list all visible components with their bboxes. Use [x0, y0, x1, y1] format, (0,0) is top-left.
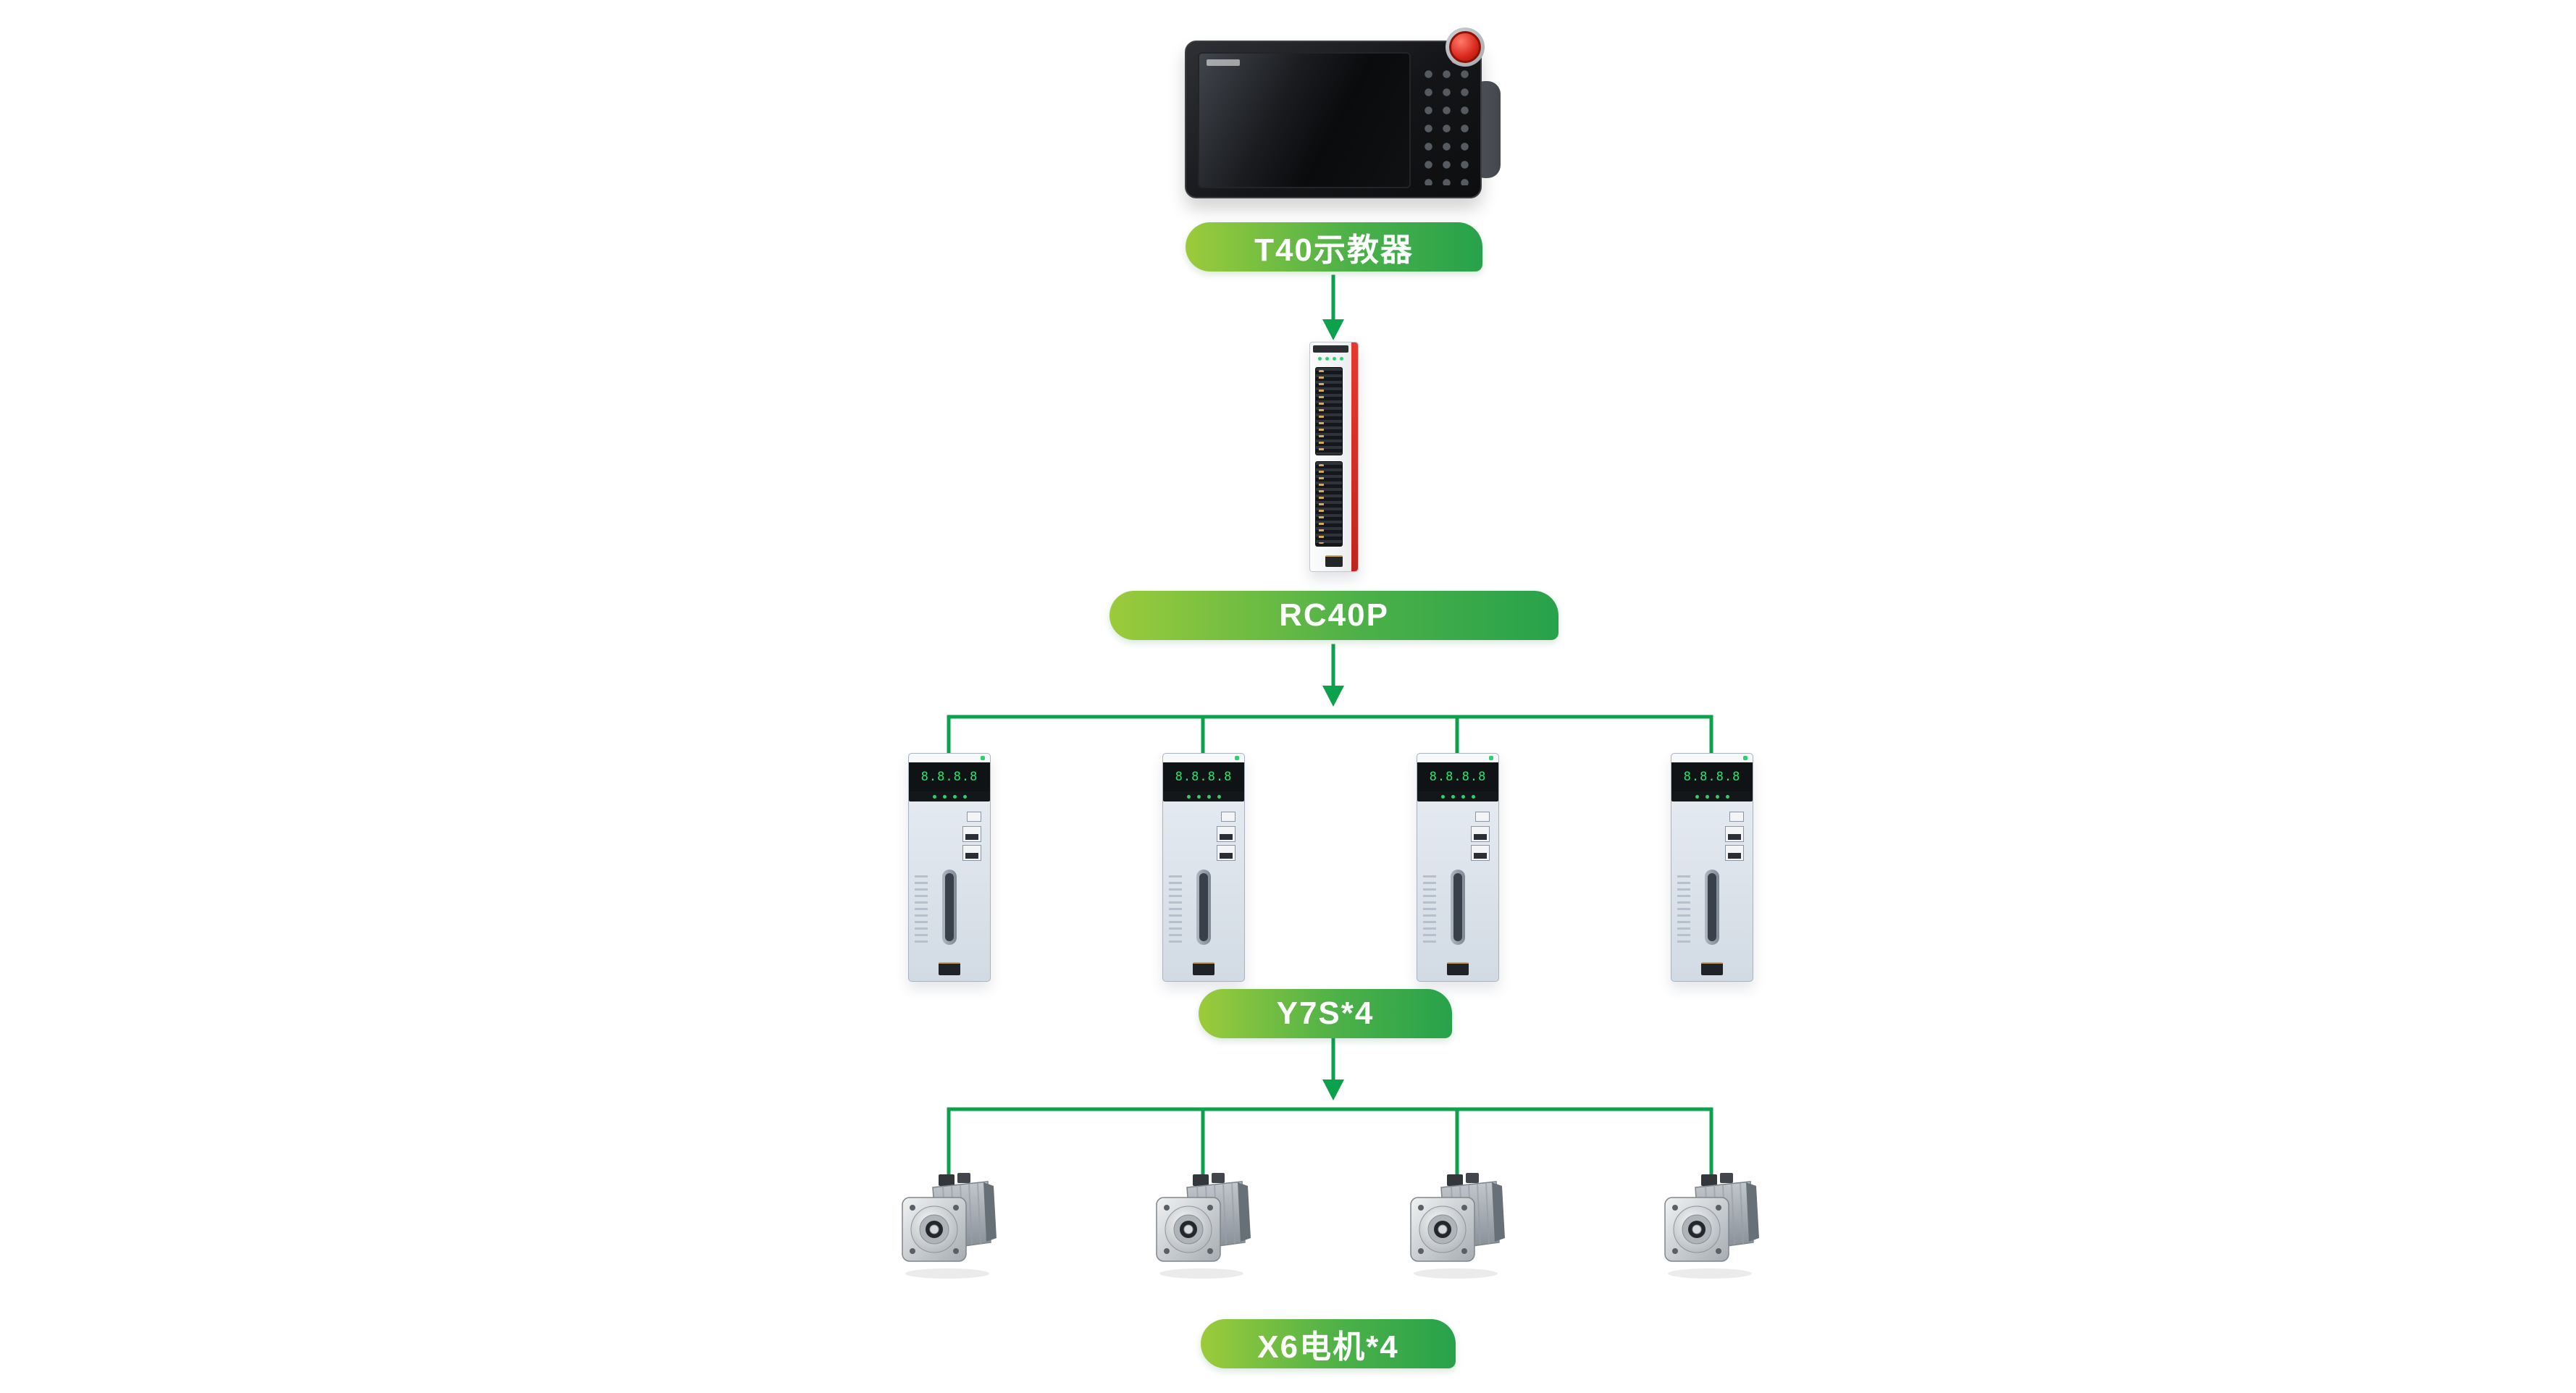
ethernet-port — [1725, 845, 1744, 861]
ethernet-port — [1217, 845, 1235, 861]
encoder-connector — [1447, 962, 1469, 975]
controller-red-stripe — [1351, 342, 1358, 571]
arrow-down-icon — [1322, 686, 1344, 707]
servo-drive-4: 8.8.8.8 — [1671, 753, 1753, 982]
status-led — [1340, 356, 1343, 361]
drive-top-cap — [1417, 754, 1498, 762]
ethernet-port — [962, 845, 981, 861]
vent-slits — [1677, 875, 1690, 945]
label-controller: RC40P — [1109, 591, 1558, 640]
io-connector — [1451, 870, 1465, 945]
pendant-body — [1185, 41, 1482, 198]
vent-slits — [1423, 875, 1436, 945]
ethernet-port — [962, 826, 981, 842]
status-led — [962, 794, 967, 799]
label-drives: Y7S*4 — [1199, 989, 1452, 1038]
drive-display: 8.8.8.8 — [1417, 762, 1498, 791]
encoder-connector — [1701, 962, 1723, 975]
teach-pendant-device — [1185, 28, 1501, 198]
usb-port — [1475, 812, 1490, 822]
status-led — [1333, 356, 1336, 361]
drive-status-leds — [1417, 791, 1498, 801]
servo-motor-2 — [1145, 1171, 1261, 1280]
controller-top-cap — [1313, 345, 1348, 353]
pendant-keypad — [1417, 56, 1470, 185]
status-led — [1461, 794, 1465, 799]
servo-drive-2: 8.8.8.8 — [1162, 753, 1245, 982]
status-led — [932, 794, 936, 799]
bus-drives — [947, 715, 1713, 761]
status-led — [1471, 794, 1475, 799]
status-led — [1705, 794, 1709, 799]
io-connector — [1196, 870, 1211, 945]
controller-terminal-block — [1315, 367, 1343, 455]
arrow-down-icon — [1322, 1080, 1344, 1100]
bus-motors — [947, 1107, 1713, 1191]
drive-status-leds — [1163, 791, 1244, 801]
label-pendant: T40示教器 — [1186, 222, 1482, 272]
robot-controller-device — [1309, 342, 1359, 572]
status-led — [1695, 794, 1699, 799]
power-led — [1743, 756, 1748, 760]
label-pendant-text: T40示教器 — [1254, 232, 1414, 268]
controller-terminal-block — [1315, 461, 1343, 547]
pendant-screen — [1198, 52, 1411, 188]
status-led — [952, 794, 957, 799]
status-led — [1207, 794, 1211, 799]
drive-status-leds — [909, 791, 990, 801]
status-led — [1196, 794, 1201, 799]
drive-top-cap — [1671, 754, 1753, 762]
usb-port — [1729, 812, 1744, 822]
controller-status-leds — [1313, 355, 1348, 361]
drive-top-cap — [1163, 754, 1244, 762]
power-led — [1235, 756, 1239, 760]
status-led — [1318, 356, 1322, 361]
usb-port — [1221, 812, 1235, 822]
vent-slits — [1169, 875, 1182, 945]
ethernet-port — [1471, 826, 1490, 842]
drive-display: 8.8.8.8 — [1163, 762, 1244, 791]
label-motors-text: X6电机*4 — [1257, 1329, 1399, 1365]
label-motors: X6电机*4 — [1201, 1319, 1456, 1368]
servo-drive-1: 8.8.8.8 — [908, 753, 991, 982]
io-connector — [942, 870, 957, 945]
servo-motor-3 — [1399, 1171, 1515, 1280]
label-drives-text: Y7S*4 — [1276, 996, 1375, 1031]
status-led — [942, 794, 947, 799]
arrow-down-icon — [1322, 319, 1344, 340]
encoder-connector — [1193, 962, 1214, 975]
encoder-connector — [939, 962, 960, 975]
vent-slits — [915, 875, 928, 945]
controller-bottom-port — [1325, 555, 1343, 567]
ethernet-port — [1725, 826, 1744, 842]
status-led — [1440, 794, 1445, 799]
status-led — [1186, 794, 1191, 799]
status-led — [1217, 794, 1221, 799]
emergency-stop-cap — [1449, 31, 1481, 63]
drive-display: 8.8.8.8 — [1671, 762, 1753, 791]
io-connector — [1705, 870, 1719, 945]
ethernet-port — [1217, 826, 1235, 842]
power-led — [1489, 756, 1493, 760]
drive-top-cap — [909, 754, 990, 762]
brand-logo — [1207, 59, 1240, 66]
ethernet-port — [1471, 845, 1490, 861]
servo-drive-3: 8.8.8.8 — [1417, 753, 1499, 982]
status-led — [1451, 794, 1455, 799]
usb-port — [967, 812, 981, 822]
label-controller-text: RC40P — [1279, 597, 1389, 633]
emergency-stop-button — [1446, 28, 1485, 67]
drive-display: 8.8.8.8 — [909, 762, 990, 791]
drive-status-leds — [1671, 791, 1753, 801]
status-led — [1325, 356, 1329, 361]
status-led — [1715, 794, 1719, 799]
status-led — [1725, 794, 1729, 799]
servo-motor-1 — [891, 1171, 1007, 1280]
servo-motor-4 — [1653, 1171, 1769, 1280]
power-led — [981, 756, 985, 760]
